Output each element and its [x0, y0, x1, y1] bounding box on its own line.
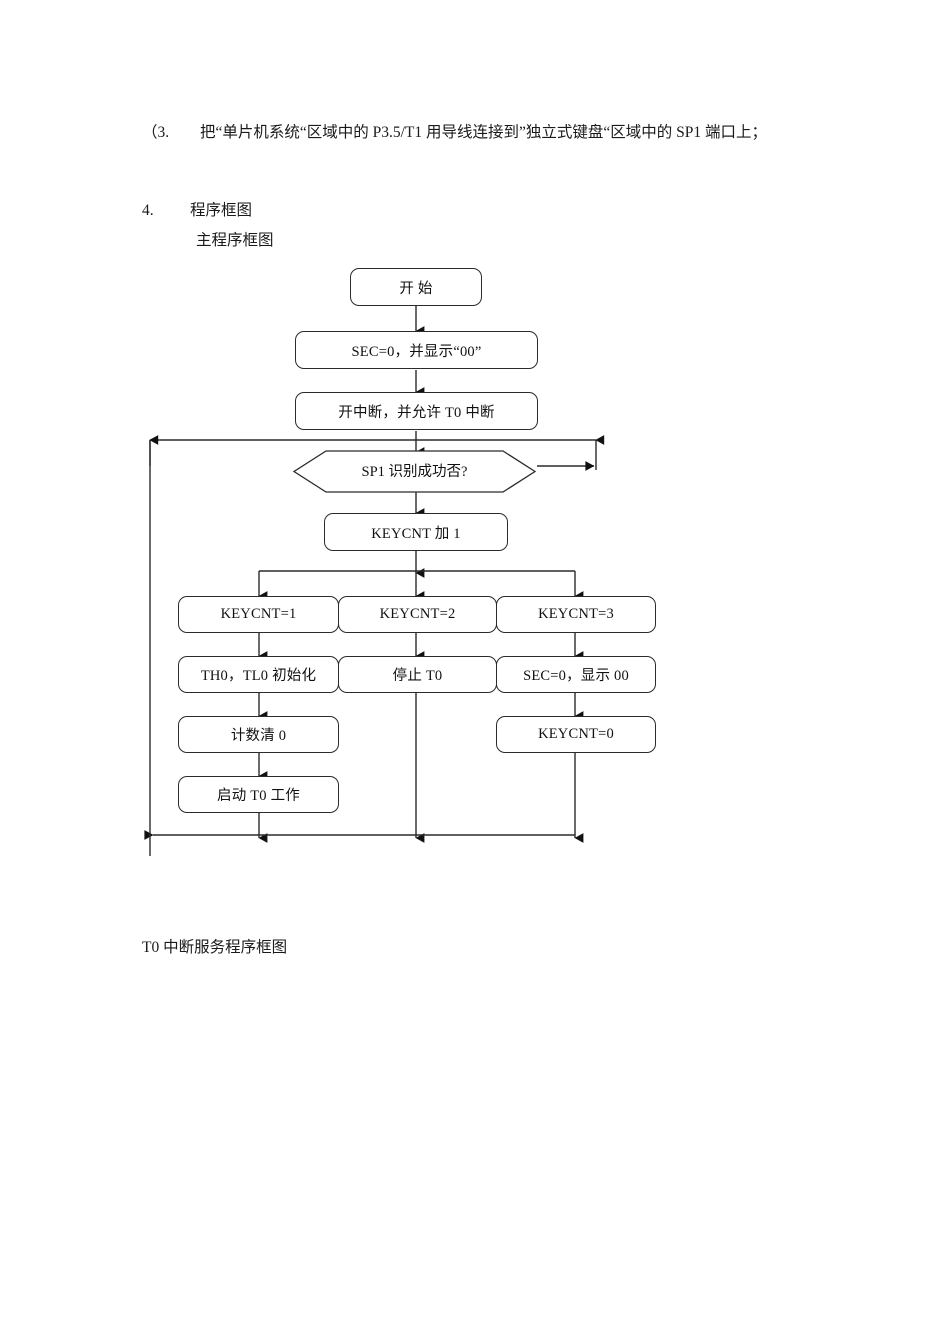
node-keycnt-1-label: KEYCNT=1	[220, 606, 297, 622]
node-start: 开 始	[350, 268, 482, 306]
node-stop-t0: 停止 T0	[338, 656, 497, 693]
node-keycnt-increment: KEYCNT 加 1	[324, 513, 508, 551]
main-program-flowchart-subtitle: 主程序框图	[196, 232, 274, 249]
hexagon-shape	[292, 450, 537, 493]
list-item-4-marker: 4.	[142, 202, 154, 219]
list-item-3-marker: （3.	[142, 124, 170, 141]
node-keycnt-2-label: KEYCNT=2	[379, 606, 456, 622]
node-sec-show: SEC=0，显示 00	[496, 656, 656, 693]
node-init-interrupt-label: 开中断，并允许 T0 中断	[338, 404, 495, 421]
list-item-4-text: 程序框图	[190, 202, 253, 219]
node-stop-t0-label: 停止 T0	[392, 668, 443, 684]
node-init-sec: SEC=0，并显示“00”	[295, 331, 538, 369]
node-clear-counter-label: 计数清 0	[230, 728, 287, 744]
t0-interrupt-flowchart-caption: T0 中断服务程序框图	[142, 939, 288, 956]
node-th0-tl0-init-label: TH0，TL0 初始化	[200, 668, 317, 684]
node-start-t0-label: 启动 T0 工作	[217, 788, 300, 804]
node-start-label: 开 始	[399, 280, 433, 297]
node-init-interrupt: 开中断，并允许 T0 中断	[295, 392, 538, 430]
node-decision-sp1-label: SP1 识别成功否?	[361, 464, 468, 480]
node-keycnt-increment-label: KEYCNT 加 1	[371, 525, 461, 542]
node-keycnt-2: KEYCNT=2	[338, 596, 497, 633]
node-sec-show-label: SEC=0，显示 00	[523, 668, 629, 684]
node-keycnt-3: KEYCNT=3	[496, 596, 656, 633]
node-keycnt-0-label: KEYCNT=0	[538, 726, 614, 742]
node-init-sec-label: SEC=0，并显示“00”	[351, 343, 482, 360]
node-start-t0: 启动 T0 工作	[178, 776, 339, 813]
node-keycnt-3-label: KEYCNT=3	[538, 606, 614, 622]
node-keycnt-0: KEYCNT=0	[496, 716, 656, 753]
list-item-3-text: 把“单片机系统“区域中的 P3.5/T1 用导线连接到”独立式键盘“区域中的 S…	[200, 124, 768, 141]
node-clear-counter: 计数清 0	[178, 716, 339, 753]
node-decision-sp1: SP1 识别成功否?	[292, 450, 537, 493]
node-th0-tl0-init: TH0，TL0 初始化	[178, 656, 339, 693]
node-keycnt-1: KEYCNT=1	[178, 596, 339, 633]
